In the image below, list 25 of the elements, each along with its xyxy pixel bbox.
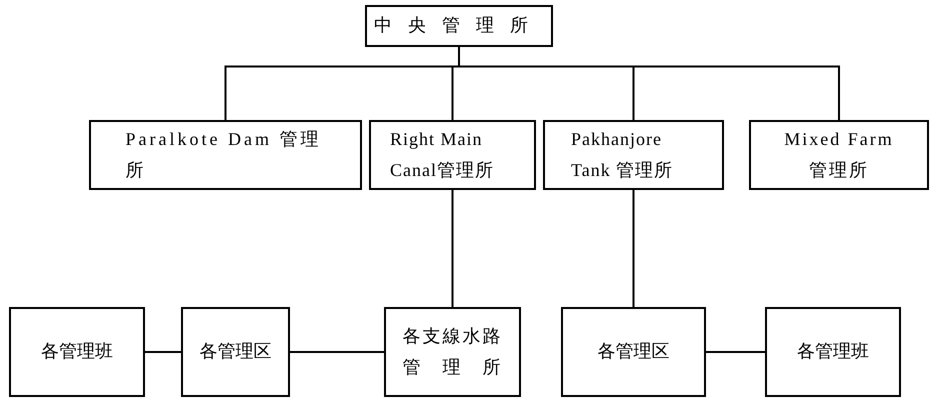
connector-line bbox=[632, 190, 634, 307]
org-box bbox=[765, 307, 901, 397]
connector-line bbox=[290, 351, 384, 353]
org-box bbox=[181, 307, 290, 397]
unit-name: 各管理班 bbox=[796, 340, 870, 364]
connector-line bbox=[452, 190, 454, 307]
unit-name: 中央管理所 bbox=[373, 14, 545, 38]
unit-name: 各管理区 bbox=[596, 340, 670, 364]
unit-name: 各支線水路管理所 bbox=[402, 324, 502, 379]
unit-name: Pakhanjore Tank 管理所 bbox=[571, 128, 674, 182]
unit-name: Paralkote Dam 管理所 bbox=[126, 128, 322, 182]
org-box bbox=[749, 120, 929, 190]
org-box bbox=[365, 5, 553, 47]
org-box bbox=[561, 307, 706, 397]
unit-name: 各管理区 bbox=[198, 340, 272, 364]
org-box bbox=[369, 120, 536, 190]
org-box bbox=[9, 307, 145, 397]
unit-name: Mixed Farm 管理所 bbox=[783, 128, 895, 182]
unit-name: Right Main Canal管理所 bbox=[390, 128, 495, 182]
unit-name: 各管理班 bbox=[40, 340, 114, 364]
org-box bbox=[89, 120, 362, 190]
connector-line bbox=[145, 351, 181, 353]
org-box bbox=[543, 120, 724, 190]
connector-line bbox=[706, 351, 765, 353]
org-box bbox=[384, 307, 521, 397]
